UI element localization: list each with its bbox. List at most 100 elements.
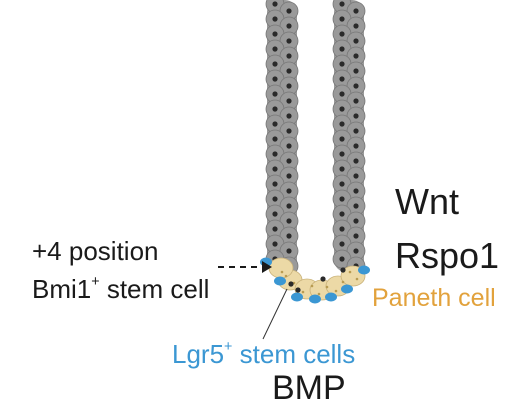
left-wall-nucleus [272, 46, 278, 52]
lgr5-pointer-line [262, 288, 288, 340]
left-wall-nucleus [272, 136, 278, 142]
right-wall-nucleus [339, 46, 345, 52]
left-wall-nucleus [272, 1, 278, 7]
left-wall-nucleus [272, 121, 278, 127]
right-wall-nucleus [353, 8, 359, 14]
left-wall-nucleus [286, 23, 292, 29]
paneth-cell-label: Paneth cell [372, 284, 496, 312]
right-wall-nucleus [339, 181, 345, 187]
left-wall-nucleus [272, 166, 278, 172]
left-wall-nucleus [272, 151, 278, 157]
paneth-nucleus [288, 281, 294, 287]
left-wall-nucleus [272, 61, 278, 67]
left-wall-nucleus [286, 203, 292, 209]
right-wall-nucleus [339, 91, 345, 97]
lgr5-superscript: + [224, 338, 233, 355]
left-wall-nucleus [272, 16, 278, 22]
right-wall-nucleus [339, 136, 345, 142]
left-wall-nucleus [286, 8, 292, 14]
paneth-granule [355, 277, 359, 281]
left-wall-nucleus [272, 31, 278, 37]
right-wall-nucleus [353, 158, 359, 164]
right-crypt-wall [332, 0, 366, 276]
right-wall-nucleus [339, 106, 345, 112]
left-wall-nucleus [286, 83, 292, 89]
bmp-label: BMP [272, 369, 346, 407]
crypt-base [260, 257, 370, 304]
bmi1-suffix: stem cell [99, 274, 210, 304]
bmi1-superscript: + [91, 273, 100, 290]
paneth-granule [280, 270, 284, 274]
right-wall-nucleus [339, 121, 345, 127]
lgr5-stem-cell [358, 265, 370, 275]
lgr5-stem-cell [274, 276, 286, 286]
right-wall-nucleus [353, 203, 359, 209]
paneth-nucleus [320, 276, 326, 282]
right-wall-nucleus [339, 16, 345, 22]
left-wall-nucleus [272, 241, 278, 247]
right-wall-nucleus [339, 256, 345, 262]
left-wall-nucleus [286, 233, 292, 239]
bmi1-stem-cell-label: Bmi1+ stem cell [32, 273, 210, 304]
left-wall-nucleus [286, 248, 292, 254]
right-wall-nucleus [353, 218, 359, 224]
lgr5-stem-cell [325, 292, 337, 302]
left-wall-nucleus [286, 98, 292, 104]
right-wall-nucleus [339, 31, 345, 37]
right-wall-nucleus [339, 151, 345, 157]
paneth-cell [268, 257, 294, 279]
right-wall-nucleus [353, 173, 359, 179]
bmi1-prefix: Bmi1 [32, 274, 92, 304]
left-wall-nucleus [286, 38, 292, 44]
left-crypt-wall [265, 0, 299, 276]
plus4-position-label: +4 position [32, 236, 159, 266]
right-wall-nucleus [353, 233, 359, 239]
right-wall-nucleus [339, 1, 345, 7]
lgr5-stem-cell [291, 292, 303, 302]
left-wall-nucleus [272, 226, 278, 232]
right-wall-nucleus [339, 166, 345, 172]
left-wall-nucleus [272, 91, 278, 97]
paneth-granule [317, 292, 321, 296]
right-wall-nucleus [353, 23, 359, 29]
right-wall-nucleus [353, 128, 359, 134]
right-wall-nucleus [353, 248, 359, 254]
lgr5-stem-cell [341, 284, 353, 294]
left-wall-nucleus [286, 188, 292, 194]
left-wall-nucleus [272, 76, 278, 82]
left-wall-nucleus [286, 218, 292, 224]
paneth-granule [341, 280, 345, 284]
right-wall-nucleus [339, 76, 345, 82]
paneth-granule [310, 284, 314, 288]
paneth-granule [348, 270, 352, 274]
left-wall-nucleus [286, 53, 292, 59]
right-wall-nucleus [353, 143, 359, 149]
left-wall-nucleus [286, 143, 292, 149]
left-wall-nucleus [272, 106, 278, 112]
right-wall-nucleus [339, 61, 345, 67]
lgr5-prefix: Lgr5 [172, 339, 225, 369]
rspo1-label: Rspo1 [395, 235, 500, 276]
lgr5-suffix: stem cells [232, 339, 356, 369]
paneth-nucleus [340, 267, 346, 273]
paneth-nucleus [295, 287, 301, 293]
left-wall-nucleus [286, 68, 292, 74]
right-wall-nucleus [353, 68, 359, 74]
right-wall-nucleus [353, 53, 359, 59]
right-wall-nucleus [353, 113, 359, 119]
left-wall-nucleus [272, 211, 278, 217]
wnt-label: Wnt [395, 181, 460, 222]
bmi1-arrow-head [262, 261, 272, 273]
paneth-granule [301, 290, 305, 294]
left-wall-nucleus [286, 128, 292, 134]
left-wall-nucleus [286, 113, 292, 119]
left-wall-nucleus [286, 173, 292, 179]
right-wall-nucleus [353, 98, 359, 104]
paneth-granule [334, 289, 338, 293]
lgr5-stem-cells-label: Lgr5+ stem cells [172, 338, 356, 369]
paneth-granule [325, 285, 329, 289]
left-wall-nucleus [272, 196, 278, 202]
right-wall-nucleus [353, 83, 359, 89]
right-wall-nucleus [353, 188, 359, 194]
